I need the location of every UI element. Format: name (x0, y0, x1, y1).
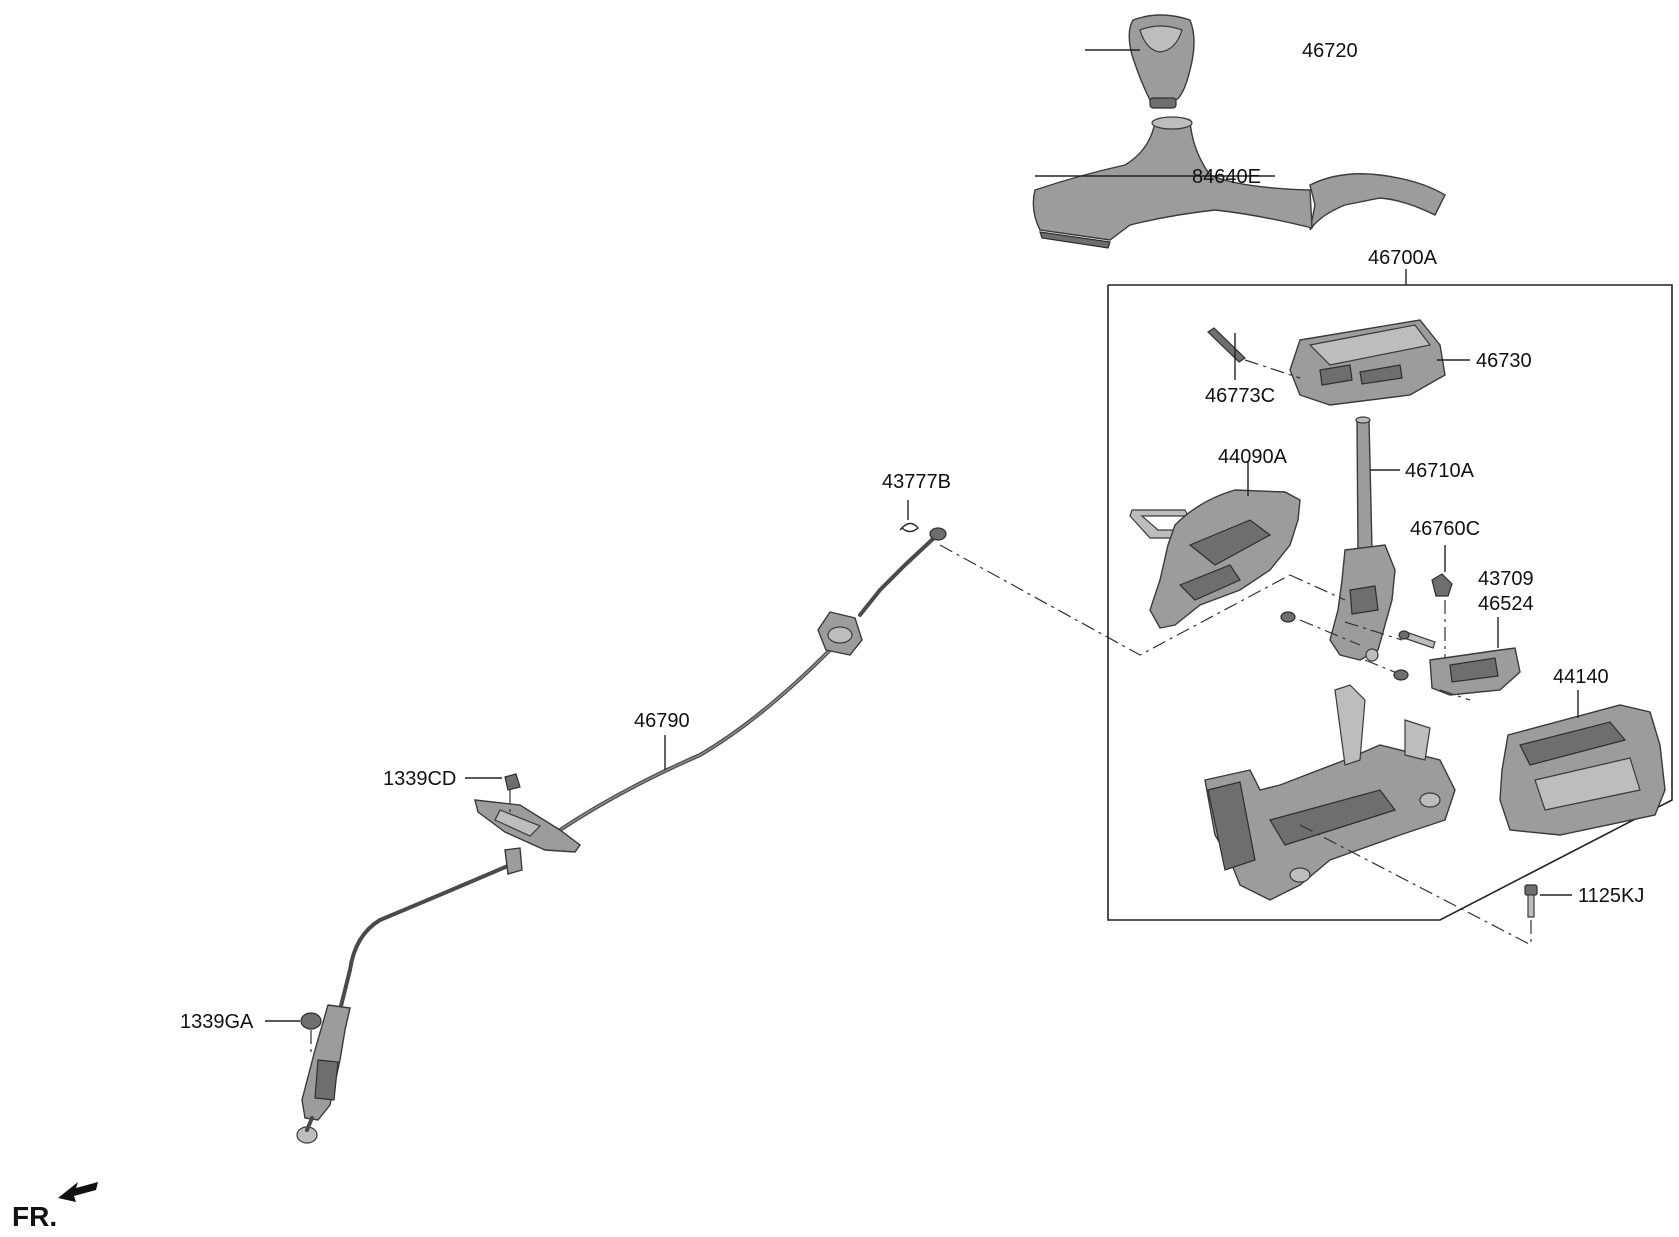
label-46524: 46524 (1478, 593, 1534, 615)
label-44140: 44140 (1553, 666, 1609, 688)
label-84640e: 84640E (1192, 166, 1261, 188)
bolt-1125kj (1299, 824, 1572, 946)
label-44090a: 44090A (1218, 446, 1288, 468)
shift-boot (1032, 116, 1446, 249)
cable-end-1339ga (265, 1004, 351, 1144)
shift-cable-46790 (338, 527, 947, 1012)
part-labels: 46720 84640E 46700A 46730 46773C 44090A … (180, 40, 1644, 1033)
front-label: FR. (12, 1201, 57, 1232)
label-46710a: 46710A (1405, 460, 1475, 482)
shift-knob (1085, 14, 1195, 109)
pin-46773c (1207, 327, 1301, 380)
sensor-46760c (1431, 545, 1453, 660)
module-46524 (1429, 617, 1521, 701)
label-43777b: 43777B (882, 471, 951, 493)
arrow-icon (58, 1182, 98, 1202)
lever-46710a (1329, 416, 1400, 662)
label-46790: 46790 (634, 710, 690, 732)
label-46730: 46730 (1476, 350, 1532, 372)
indicator-46730 (1289, 319, 1470, 406)
front-direction-indicator: FR. (12, 1182, 98, 1232)
screw-46524 (1398, 630, 1436, 649)
clip-43777b (899, 500, 919, 533)
bracket-44090a (1129, 462, 1301, 629)
cover-44140 (1499, 690, 1666, 836)
label-46773c: 46773C (1205, 385, 1275, 407)
base-bracket (1204, 684, 1456, 901)
label-1125kj: 1125KJ (1578, 885, 1644, 907)
label-1339cd: 1339CD (383, 768, 456, 790)
cable-end-leader (939, 544, 1291, 656)
lever-nuts (1280, 611, 1409, 681)
label-43709: 43709 (1478, 568, 1534, 590)
mounting-bracket-1339cd (465, 773, 581, 875)
label-1339ga: 1339GA (180, 1011, 254, 1033)
label-46760c: 46760C (1410, 518, 1480, 540)
label-46700a: 46700A (1368, 247, 1438, 269)
assembly-box-46700a (1107, 269, 1673, 921)
label-46720: 46720 (1302, 40, 1358, 62)
